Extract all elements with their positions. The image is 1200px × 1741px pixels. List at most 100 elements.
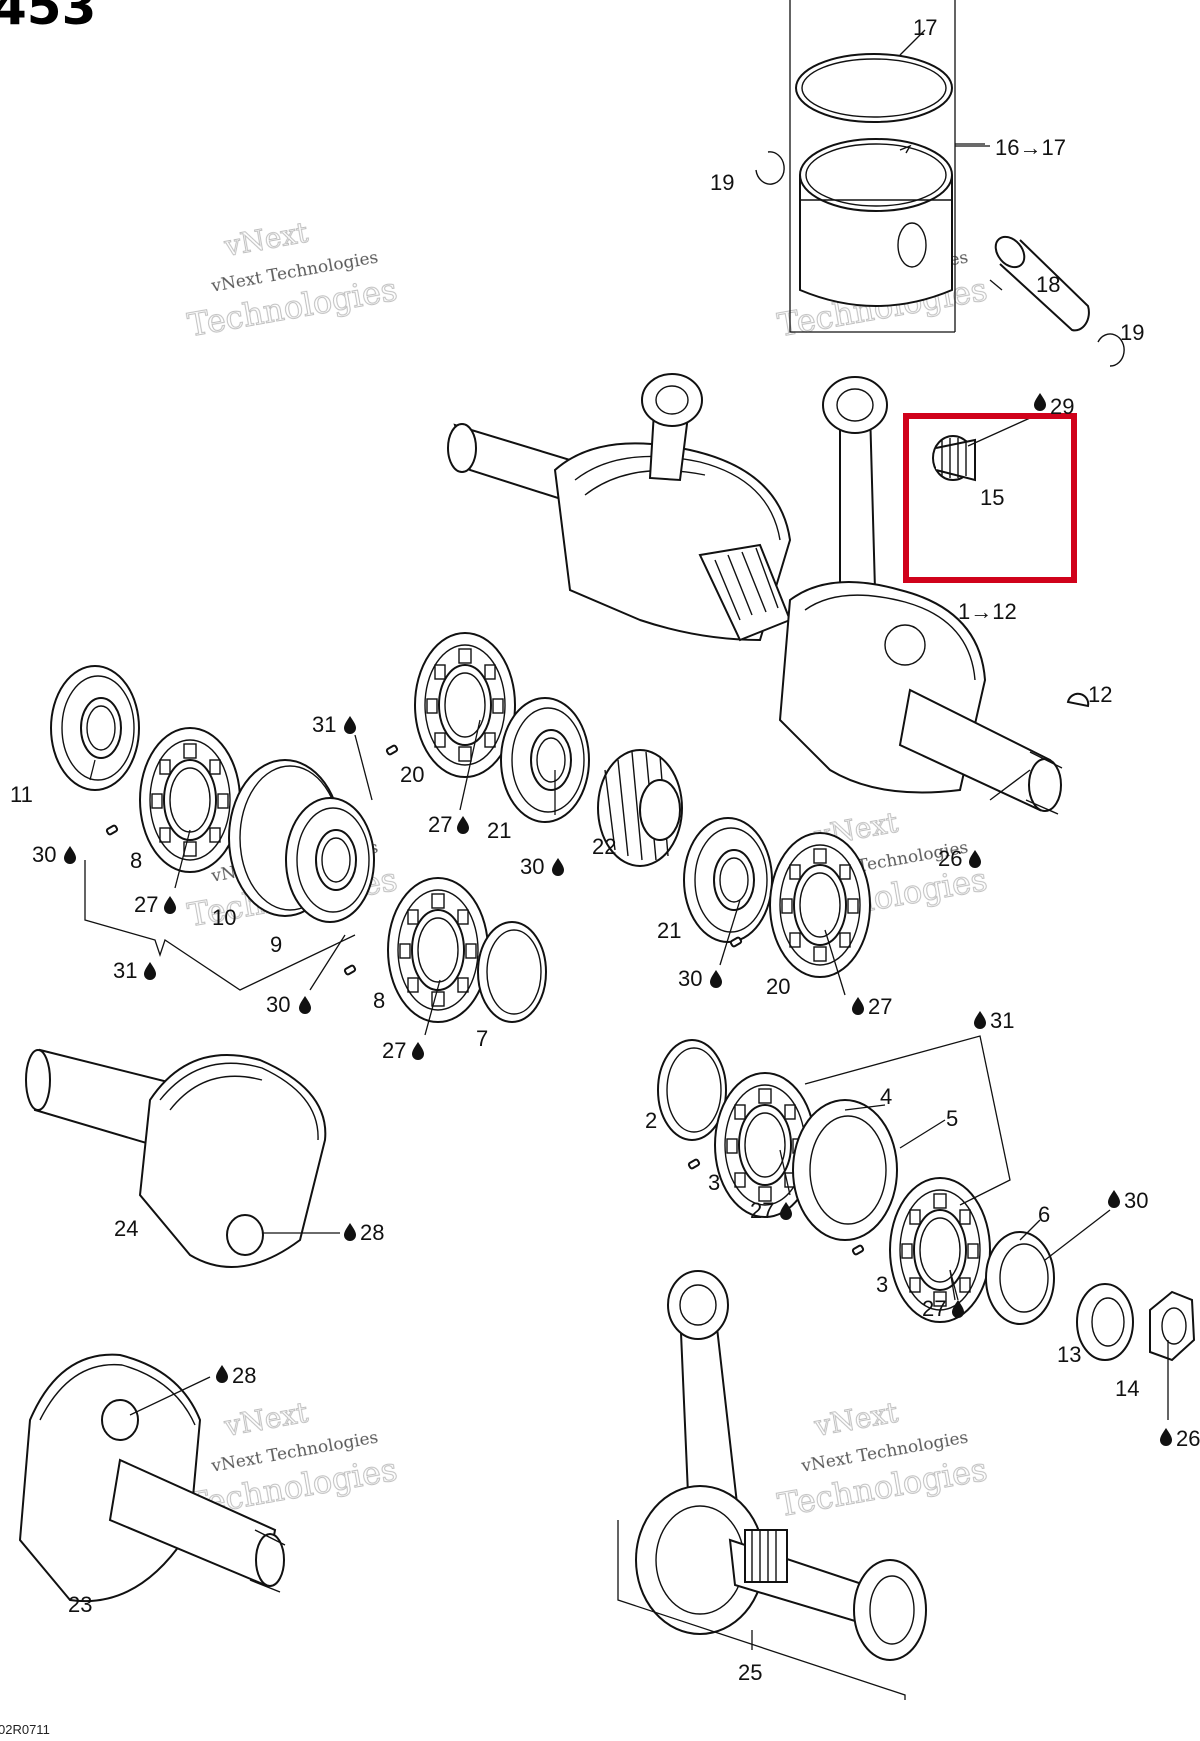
callout-7: 7 [476, 1026, 488, 1051]
callout-24: 24 [114, 1216, 138, 1241]
callout-31: 31 [990, 1008, 1014, 1033]
callout-18: 18 [1036, 272, 1060, 297]
highlight-box [903, 413, 1077, 583]
callout-27: 27 [134, 892, 158, 917]
callout-22: 22 [592, 834, 616, 859]
callout-11: 11 [10, 782, 33, 807]
lubricant-drop-icon [552, 858, 564, 876]
lubricant-drop-icon [344, 1223, 356, 1241]
circlip [755, 151, 785, 185]
watermark-line1: vNext [221, 1395, 311, 1442]
bearing-8b [387, 877, 489, 1023]
callout-8: 8 [130, 848, 142, 873]
callout-19: 19 [710, 170, 734, 195]
lubricant-drop-icon [969, 850, 981, 868]
watermark-line1: vNext [221, 215, 311, 262]
page-number: 453 [0, 0, 96, 36]
nut-14 [1149, 1290, 1196, 1362]
lubricant-drop-icon [216, 1365, 228, 1383]
lubricant-drop-icon [1160, 1428, 1172, 1446]
piston-ring [795, 53, 953, 123]
crank-half-23 [18, 1353, 286, 1603]
spacer-4 [792, 1099, 898, 1241]
seal-9 [285, 797, 375, 923]
bearing-20a [414, 632, 516, 778]
needle-bearing-highlighted [932, 417, 1031, 482]
piston-pin [994, 235, 1090, 332]
lubricant-drop-icon [974, 1011, 986, 1029]
callout-9: 9 [270, 932, 282, 957]
crankshaft-assembly [447, 373, 1063, 815]
callout-26: 26 [1176, 1426, 1200, 1451]
seal-21b [683, 817, 773, 943]
lubricant-drop-icon [412, 1042, 424, 1060]
seal-21a [500, 697, 590, 823]
callout-17: 17 [913, 15, 937, 40]
callout-20: 20 [766, 974, 790, 999]
lubricant-drop-icon [299, 996, 311, 1014]
callout-23: 23 [68, 1592, 92, 1617]
lubricant-drop-icon [1108, 1190, 1120, 1208]
leader-lines [89, 29, 1169, 1420]
watermark-line1: vNext [811, 1395, 901, 1442]
callout-28: 28 [360, 1220, 384, 1245]
callout-19: 19 [1120, 320, 1144, 345]
lubricant-drop-icon [1034, 393, 1046, 411]
callout-30: 30 [266, 992, 290, 1017]
lubricant-drop-icon [710, 970, 722, 988]
lubricant-drop-icon [852, 997, 864, 1015]
callout-30: 30 [32, 842, 56, 867]
callout-30: 30 [678, 966, 702, 991]
diagram-code: 02R0711 [0, 1722, 50, 1736]
callout-4: 4 [880, 1084, 892, 1109]
callout-27: 27 [750, 1198, 774, 1223]
dowel-pin [385, 743, 399, 757]
ring-7 [477, 921, 547, 1023]
callout-21: 21 [487, 818, 511, 843]
connecting-rod-25 [635, 1270, 927, 1661]
lubricant-drop-icon [64, 846, 76, 864]
dowel-pin [105, 823, 119, 837]
callout-16-17: 16→17 [995, 135, 1066, 160]
callout-27: 27 [428, 812, 452, 837]
callout-12: 12 [1088, 682, 1112, 707]
callout-25: 25 [738, 1660, 762, 1685]
piston [799, 138, 953, 307]
callout-14: 14 [1115, 1376, 1139, 1401]
callout-10: 10 [212, 905, 236, 930]
gear-22 [597, 749, 683, 867]
washer-13 [1076, 1283, 1134, 1361]
callout-26: 26 [938, 846, 962, 871]
callout-5: 5 [946, 1106, 958, 1131]
callout-6: 6 [1038, 1202, 1050, 1227]
lubricant-drop-icon [144, 962, 156, 980]
callout-31: 31 [113, 958, 137, 983]
callout-15: 15 [980, 485, 1004, 510]
seal-11 [50, 665, 140, 791]
callout-29: 29 [1050, 394, 1074, 419]
callout-20: 20 [400, 762, 424, 787]
callout-31: 31 [312, 712, 336, 737]
dowel-pin [343, 963, 357, 977]
callouts: 17 16→17 19 18 19 29 15 1→12 12 31 11 30… [10, 15, 1200, 1685]
callout-28: 28 [232, 1363, 256, 1388]
callout-27: 27 [868, 994, 892, 1019]
callout-27: 27 [382, 1038, 406, 1063]
crank-half-24 [25, 1048, 327, 1268]
bearing-8a [139, 727, 241, 873]
ring-2 [657, 1039, 727, 1141]
lubricant-drop-icon [457, 816, 469, 834]
bearing-20b [769, 832, 871, 978]
callout-30: 30 [1124, 1188, 1148, 1213]
callout-21: 21 [657, 918, 681, 943]
woodruff-key [1066, 692, 1090, 708]
callout-30: 30 [520, 854, 544, 879]
callout-13: 13 [1057, 1342, 1081, 1367]
dowel-pin [687, 1157, 701, 1171]
dowel-pin [851, 1243, 865, 1257]
callout-3: 3 [708, 1170, 720, 1195]
callout-3: 3 [876, 1272, 888, 1297]
lubricant-drop-icon [344, 716, 356, 734]
